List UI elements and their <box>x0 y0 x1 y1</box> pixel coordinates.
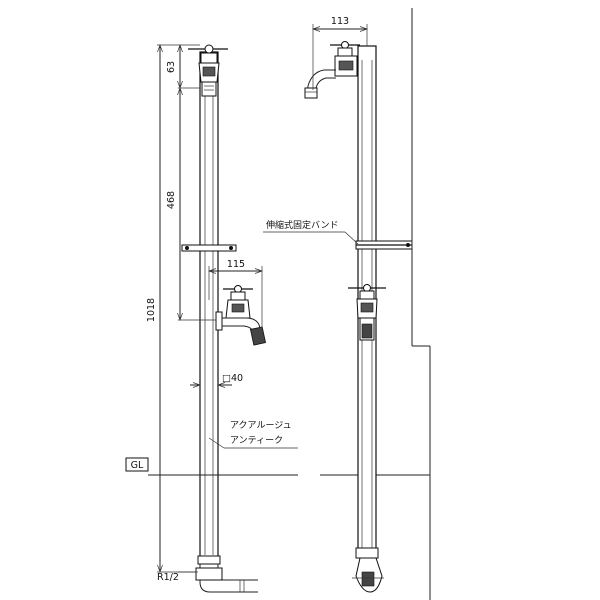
right-band <box>355 240 413 250</box>
dim-total-height: 1018 <box>146 298 157 322</box>
left-post <box>199 51 219 561</box>
wall-line <box>411 8 431 600</box>
left-lower-faucet <box>215 285 267 346</box>
product-label-line1: アクアルージュ <box>230 420 292 431</box>
right-lower-faucet <box>348 284 386 341</box>
dim-spacing: 468 <box>166 191 177 209</box>
dim-faucet-offset-lower: 115 <box>227 259 245 270</box>
product-label-line2: アンティーク <box>230 435 283 446</box>
dim-faucet-offset-top: 113 <box>331 16 349 27</box>
right-view: 113 伸縮式固定バンド <box>263 16 413 593</box>
left-top-faucet <box>188 44 228 97</box>
left-dimensions: 1018 63 468 115 □40 R1/2 <box>146 43 264 583</box>
dim-top-cap: 63 <box>166 61 177 73</box>
left-view <box>181 44 267 593</box>
left-base-elbow <box>195 564 258 593</box>
left-band <box>181 244 237 252</box>
dim-post-section: □40 <box>222 373 243 384</box>
right-top-faucet <box>304 41 360 99</box>
dim-pipe-thread: R1/2 <box>157 572 179 583</box>
product-callout: アクアルージュ アンティーク <box>208 420 298 449</box>
right-base <box>352 557 384 593</box>
ground-line: GL <box>125 457 430 476</box>
band-label: 伸縮式固定バンド <box>266 219 338 231</box>
ground-label: GL <box>131 460 144 471</box>
ground-label-box <box>125 457 149 472</box>
